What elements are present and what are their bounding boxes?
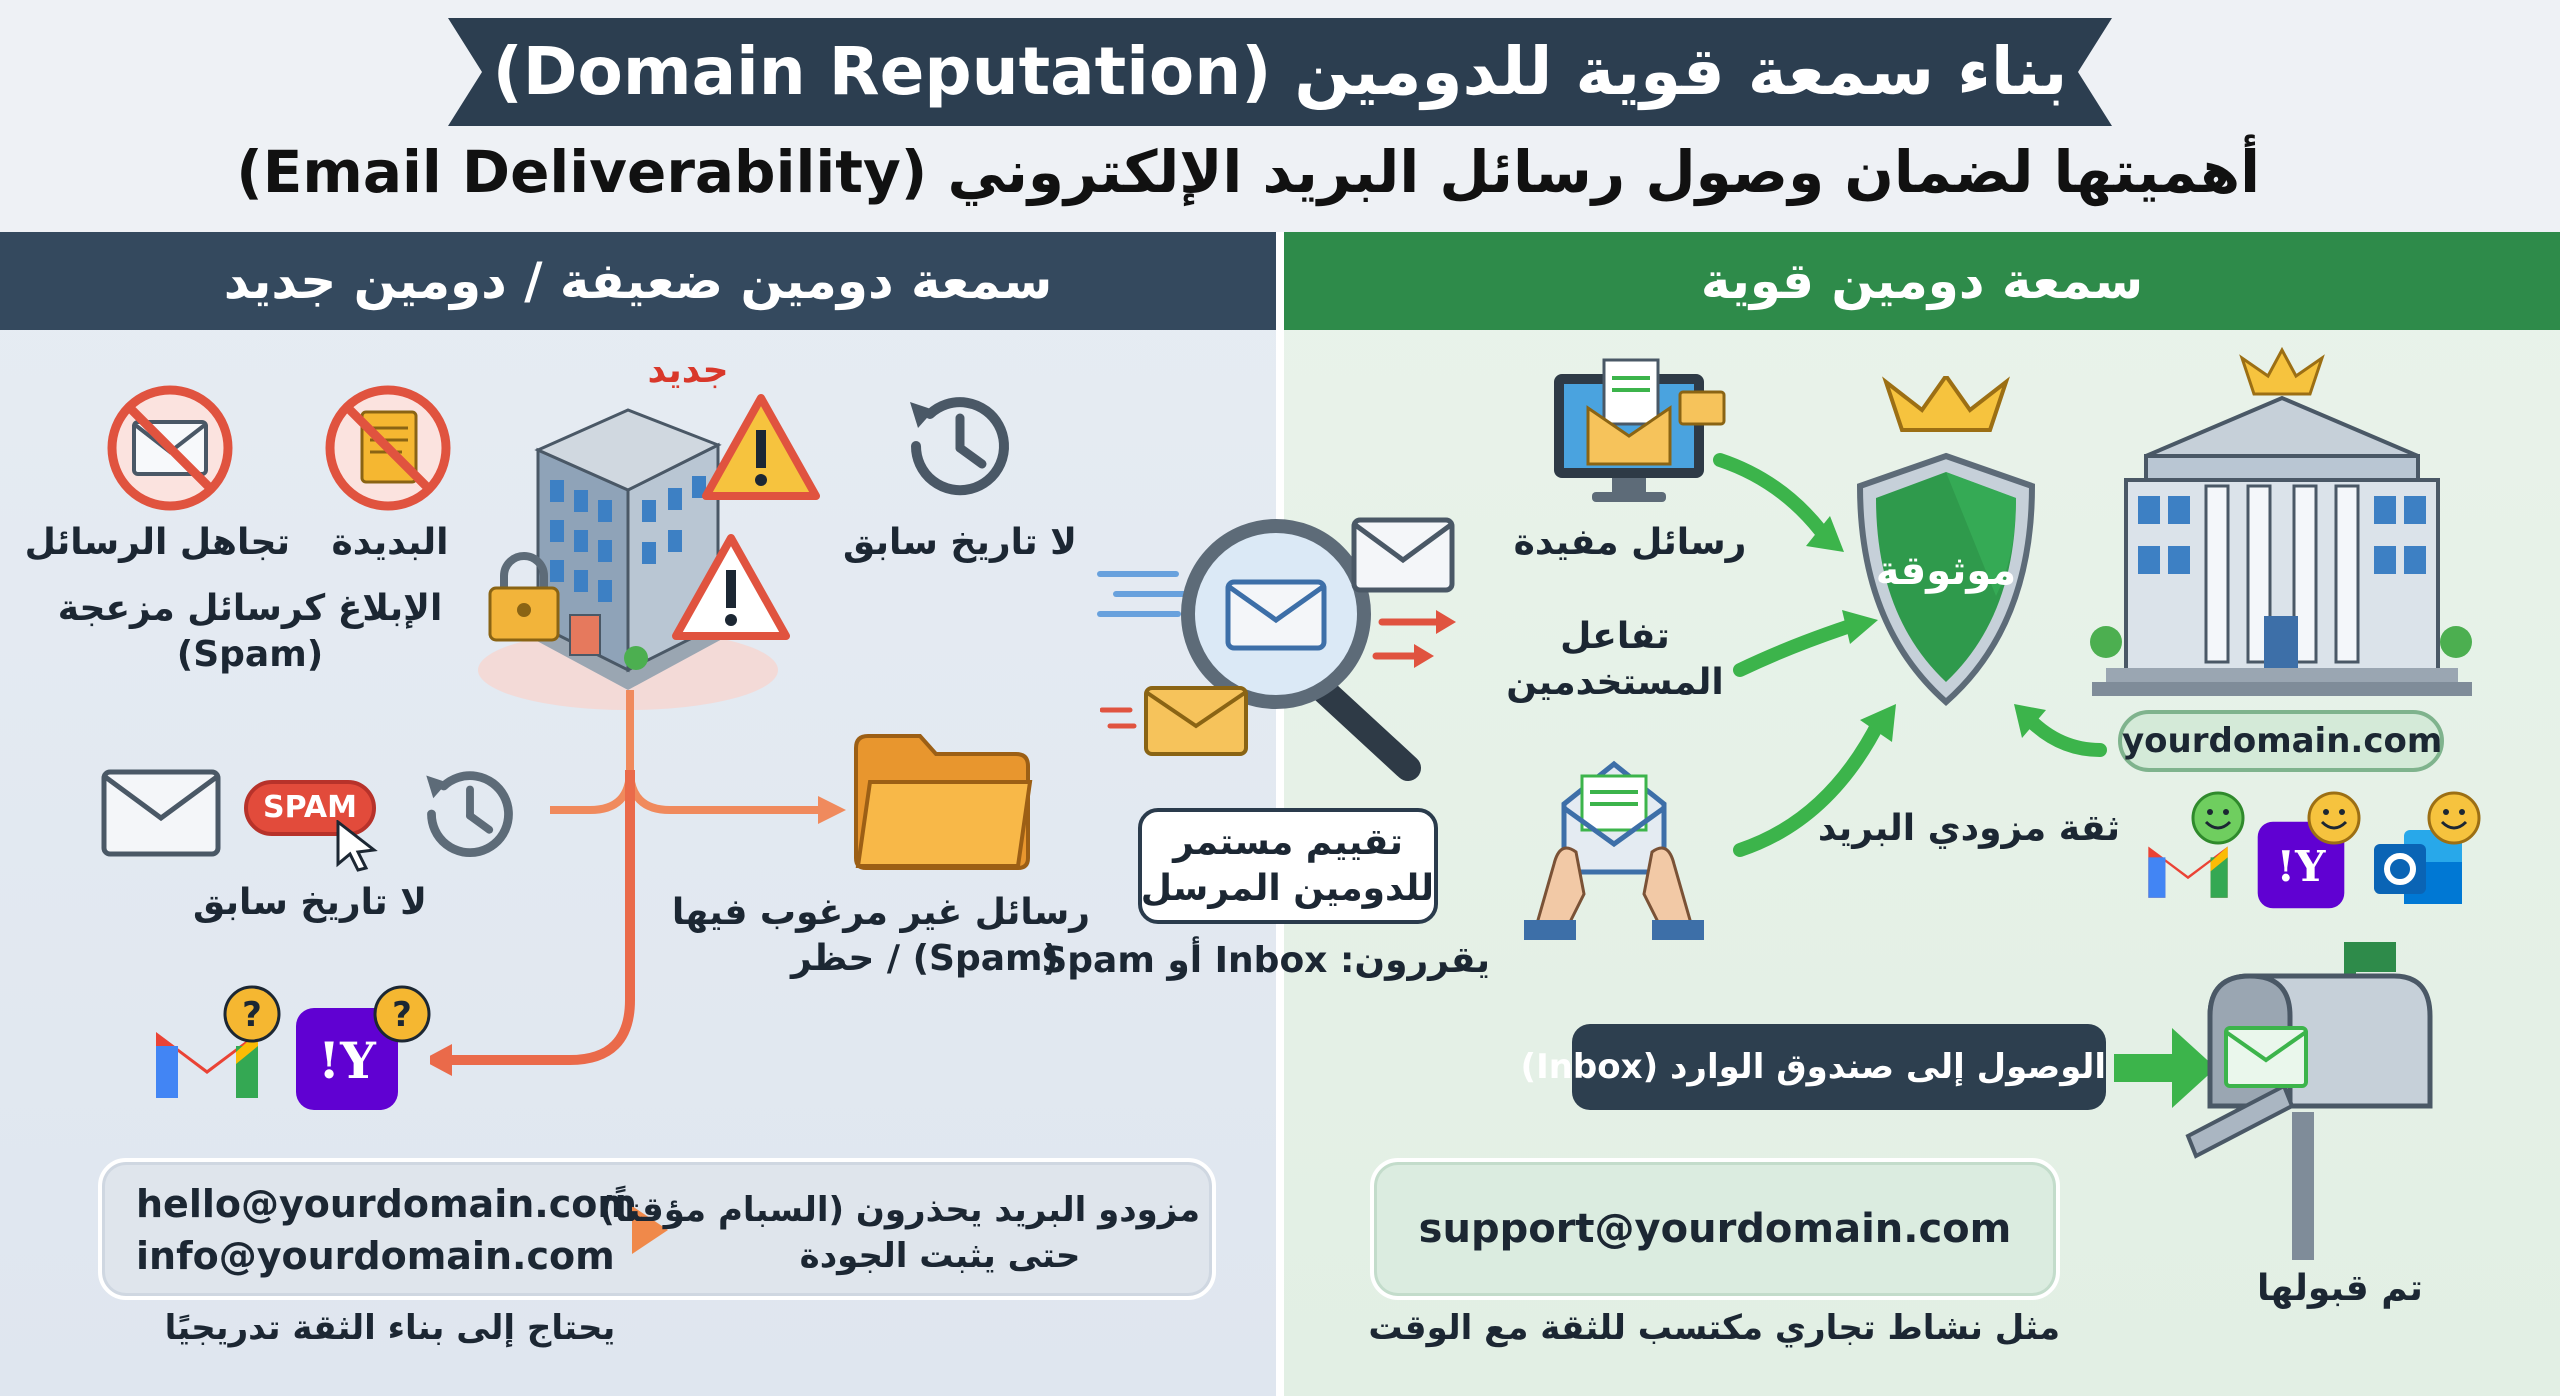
- outlook-icon: [2374, 830, 2462, 904]
- email-address: info@yourdomain.com: [136, 1234, 615, 1278]
- envelope-icon: [1351, 517, 1455, 593]
- envelope-icon: [1100, 686, 1248, 756]
- new-tag: جديد: [647, 350, 729, 391]
- monitor-mail-icon: [1554, 358, 1726, 502]
- strong-reputation-title: سمعة دومين قوية: [1700, 252, 2144, 310]
- warning-icon: [672, 534, 790, 640]
- question-icon: ?: [373, 985, 431, 1043]
- svg-text:Y!: Y!: [2277, 842, 2327, 892]
- providers-trust-label: ثقة مزودي البريد: [1817, 808, 2120, 849]
- cursor-icon: [336, 820, 378, 872]
- rejection-arrows: [430, 690, 846, 1076]
- inbox-pill: الوصول إلى صندوق الوارد (Inbox): [1520, 1024, 2106, 1110]
- eval-sub: للدومين المرسل: [1140, 868, 1434, 909]
- no-document-icon: [325, 385, 451, 511]
- inbox-arrow: [2114, 1028, 2216, 1108]
- spam-button-label: SPAM: [263, 790, 357, 825]
- gmail-icon: [156, 1032, 258, 1098]
- strong-reputation-header: سمعة دومين قوية: [1284, 232, 2560, 330]
- clock-icon: [426, 771, 513, 858]
- accepted-label: تم قبولها: [2257, 1268, 2423, 1309]
- hands-envelope-icon: [1524, 760, 1704, 940]
- folder-icon: [854, 734, 1033, 870]
- arrow-right-icon: [632, 1206, 668, 1254]
- no-history-top-label: لا تاريخ سابق: [843, 522, 1077, 563]
- no-mail-icon: [107, 385, 233, 511]
- decision-label: يقررون: Inbox أو Spam: [1041, 940, 1490, 981]
- report-spam-label: الإبلاغ كرسائل مزعجة: [57, 588, 443, 629]
- no-history-bottom-label: لا تاريخ سابق: [193, 882, 427, 923]
- gradual-trust-note: يحتاج إلى بناء الثقة تدريجيًا: [164, 1308, 616, 1348]
- weak-reputation-title: سمعة دومين ضعيفة / دومين جديد: [223, 252, 1053, 310]
- inbox-label: الوصول إلى صندوق الوارد (Inbox): [1520, 1047, 2106, 1087]
- continuous-evaluation-box: تقييم مستمر للدومين المرسل: [1138, 808, 1438, 924]
- yahoo-icon: Y!: [2257, 821, 2345, 909]
- email-address: hello@yourdomain.com: [136, 1182, 637, 1226]
- providers-cautious-sub: حتى يثبت الجودة: [799, 1236, 1081, 1276]
- clock-icon: [910, 397, 1009, 496]
- trust-arrows: [1713, 453, 2107, 857]
- gmail-icon: [2148, 846, 2228, 898]
- shield-icon: [1856, 376, 2036, 707]
- page-title: بناء سمعة قوية للدومين (Domain Reputatio…: [492, 33, 2068, 110]
- yahoo-icon: Y!: [296, 1008, 398, 1110]
- weak-reputation-header: سمعة دومين ضعيفة / دومين جديد: [0, 232, 1276, 330]
- bank-building-icon: [2090, 346, 2472, 696]
- smiley-icon: [2307, 791, 2361, 845]
- magnifier-icon: [1097, 519, 1456, 781]
- spam-button-icon: SPAM: [244, 780, 376, 836]
- question-icon: ?: [223, 985, 281, 1043]
- svg-text:Y!: Y!: [318, 1031, 377, 1090]
- providers-cautious-label: مزودو البريد يحذرون (السبام مؤقتاً): [599, 1190, 1200, 1230]
- ignore-messages-label: تجاهل الرسائل: [24, 522, 290, 563]
- trusted-label: موثوقة: [1875, 548, 2017, 594]
- business-trust-note: مثل نشاط تجاري مكتسب للثقة مع الوقت: [1368, 1308, 2060, 1348]
- new-messages-label: البديدة: [331, 522, 449, 563]
- domain-pill: yourdomain.com: [2118, 710, 2444, 772]
- domain-label: yourdomain.com: [2122, 721, 2443, 761]
- engagement-sub: المستخدمين: [1506, 662, 1724, 703]
- unwanted-sub: (Spam) / حظر: [790, 938, 1060, 979]
- useful-messages-label: رسائل مفيدة: [1513, 522, 1747, 563]
- svg-text:?: ?: [242, 995, 262, 1035]
- page-subtitle: أهميتها لضمان وصول رسائل البريد الإلكترو…: [236, 138, 2260, 206]
- smiley-icon: [2191, 791, 2245, 845]
- report-spam-sub: (Spam): [176, 634, 324, 675]
- envelope-icon: [101, 769, 221, 857]
- engagement-label: تفاعل: [1560, 616, 1670, 657]
- unwanted-label: رسائل غير مرغوب فيها: [671, 892, 1090, 933]
- title-banner: [448, 18, 2112, 126]
- eval-label: تقييم مستمر: [1173, 822, 1403, 863]
- support-email: support@yourdomain.com: [1418, 1206, 2012, 1252]
- warning-icon: [702, 394, 820, 500]
- lock-icon: [488, 552, 560, 642]
- smiley-icon: [2427, 791, 2481, 845]
- support-email-box: support@yourdomain.com: [1370, 1158, 2060, 1300]
- mailbox-icon: [2185, 942, 2433, 1260]
- svg-text:?: ?: [392, 995, 412, 1035]
